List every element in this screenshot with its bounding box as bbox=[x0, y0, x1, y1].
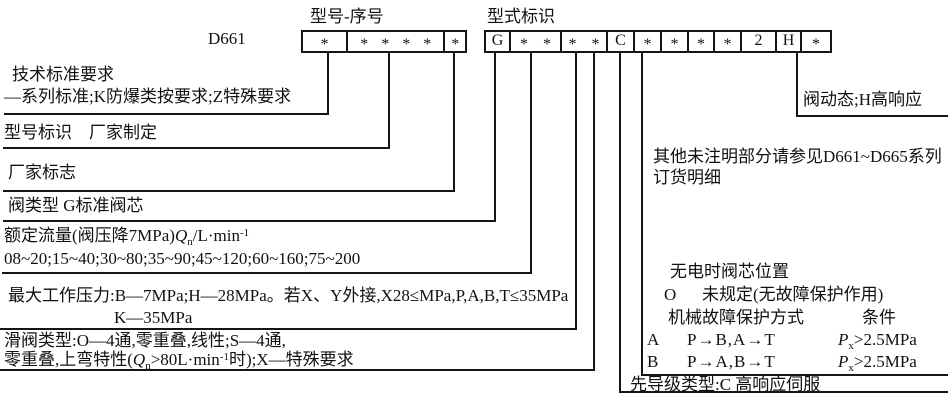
condition-value: >2.5MPa bbox=[853, 352, 917, 371]
connector-line bbox=[453, 52, 455, 192]
other-note-line2: 订货明细 bbox=[653, 168, 721, 187]
spool-type-line2: 零重叠,上弯特性(Qn>80L·min-1时);X—特殊要求 bbox=[4, 350, 354, 372]
underline bbox=[0, 369, 595, 371]
failsafe-row-a-condition: Px>2.5MPa bbox=[838, 330, 917, 352]
pressure-row-line1: 最大工作压力:B—7MPa;H—28MPa。若X、Y外接,X28≤MPa,P,A… bbox=[8, 286, 569, 305]
code-cell: * * * * bbox=[345, 32, 444, 53]
failsafe-o-key: O bbox=[664, 285, 677, 304]
flow-rate-values: 08~20;15~40;30~80;35~90;45~120;60~160;75… bbox=[4, 249, 361, 268]
pressure-symbol: P bbox=[838, 352, 849, 371]
spool-prefix: 零重叠,上弯特性( bbox=[4, 350, 133, 369]
connector-line bbox=[530, 52, 532, 274]
code-cell: * * bbox=[509, 32, 560, 53]
underline bbox=[3, 147, 390, 149]
code-cell: * bbox=[633, 32, 660, 53]
underline bbox=[641, 374, 948, 376]
code-cell: * bbox=[660, 32, 687, 53]
failsafe-row-b-path: P→A,B→T bbox=[687, 352, 776, 371]
underline bbox=[2, 272, 532, 274]
failsafe-cond-header: 条件 bbox=[862, 308, 896, 327]
spool-q-sub: n bbox=[145, 360, 151, 372]
code-cell: H bbox=[775, 32, 800, 51]
connector-line bbox=[619, 52, 621, 393]
flow-rate-exp: -1 bbox=[239, 227, 250, 239]
connector-line bbox=[593, 52, 595, 371]
underline bbox=[0, 328, 577, 330]
failsafe-o-desc: 未规定(无故障保护作用) bbox=[702, 285, 884, 304]
model-code: D661 bbox=[208, 29, 246, 48]
code-cell: G bbox=[491, 32, 504, 50]
model-id-row: 型号标识 厂家制定 bbox=[4, 123, 157, 142]
spool-suffix: 时);X—特殊要求 bbox=[228, 350, 354, 369]
connector-line bbox=[641, 52, 643, 376]
flow-rate-q-sub: n bbox=[187, 236, 193, 248]
spool-unit: >80L·min bbox=[150, 350, 220, 369]
spool-exp: -1 bbox=[219, 351, 229, 363]
underline bbox=[796, 115, 948, 117]
underline bbox=[619, 391, 948, 393]
model-serial-boxes: * * * * * * bbox=[301, 30, 467, 53]
pressure-symbol-sub: x bbox=[848, 362, 854, 374]
underline bbox=[4, 113, 329, 115]
failsafe-title: 无电时阀芯位置 bbox=[670, 262, 789, 281]
type-id-boxes: G * * * * C * * * * 2 H * bbox=[484, 30, 832, 53]
pressure-row-line2: K—35MPa bbox=[114, 308, 193, 327]
code-cell: 2 bbox=[740, 32, 775, 51]
failsafe-row-b-condition: Px>2.5MPa bbox=[838, 352, 917, 374]
connector-line bbox=[494, 52, 496, 222]
connector-line bbox=[388, 52, 390, 149]
flow-rate-unit: /L·min bbox=[192, 226, 240, 245]
flow-rate-prefix: 额定流量(阀压降7MPa) bbox=[4, 226, 175, 245]
failsafe-row-b-key: B bbox=[647, 352, 659, 371]
underline bbox=[3, 190, 455, 192]
failsafe-row-a-key: A bbox=[647, 330, 660, 349]
pilot-stage-row: 先导级类型:C 高响应伺服 bbox=[630, 375, 821, 394]
code-cell: * bbox=[443, 32, 465, 53]
code-cell: * bbox=[713, 32, 740, 53]
failsafe-mech-header: 机械故障保护方式 bbox=[668, 308, 804, 327]
code-cell: C bbox=[606, 32, 633, 51]
underline bbox=[3, 220, 496, 222]
spool-type-line1: 滑阀类型:O—4通,零重叠,线性;S—4通, bbox=[4, 331, 286, 350]
code-cell: * bbox=[687, 32, 713, 53]
code-cell: * * bbox=[560, 32, 606, 53]
connector-line bbox=[575, 52, 577, 330]
valve-type-row: 阀类型 G标准阀芯 bbox=[8, 196, 144, 215]
maker-mark-row: 厂家标志 bbox=[8, 163, 76, 182]
other-note-line1: 其他未注明部分请参见D661~D665系列 bbox=[653, 147, 942, 166]
flow-rate-q: Q bbox=[174, 226, 188, 245]
spool-q: Q bbox=[132, 350, 146, 369]
flow-rate-title: 额定流量(阀压降7MPa)Qn/L·min-1 bbox=[4, 226, 250, 248]
valve-dynamics-row: 阀动态;H高响应 bbox=[803, 90, 922, 109]
code-cell: * bbox=[800, 32, 830, 53]
pressure-symbol-sub: x bbox=[848, 340, 854, 352]
failsafe-row-a-path: P→B,A→T bbox=[687, 330, 776, 349]
pressure-symbol: P bbox=[838, 330, 849, 349]
model-serial-label: 型号-序号 bbox=[310, 7, 384, 26]
type-id-label: 型式标识 bbox=[487, 7, 555, 26]
connector-line bbox=[327, 52, 329, 115]
tech-standard-title: 技术标准要求 bbox=[12, 65, 114, 84]
tech-standard-detail: —系列标准;K防爆类按要求;Z特殊要求 bbox=[4, 87, 292, 106]
condition-value: >2.5MPa bbox=[853, 330, 917, 349]
code-cell: * bbox=[320, 35, 329, 53]
connector-line bbox=[796, 52, 798, 117]
